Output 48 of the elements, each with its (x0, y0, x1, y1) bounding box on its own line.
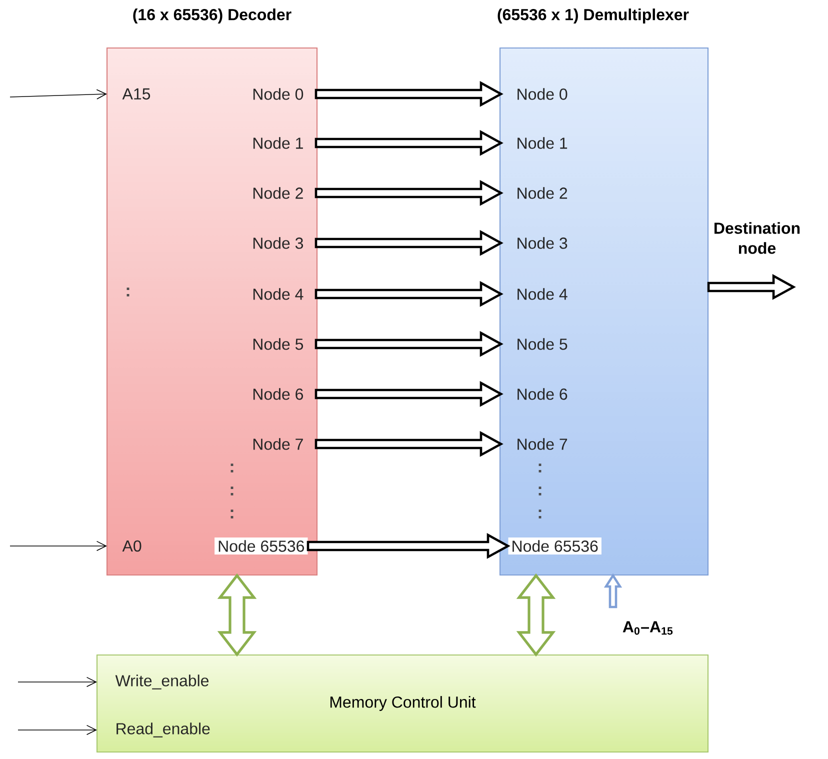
arrow (314, 281, 504, 307)
ellipsis-dots: : (538, 510, 542, 518)
node-label: Node 2 (253, 187, 303, 199)
node-label: Node 2 (518, 187, 568, 199)
node-label: Node 4 (253, 288, 304, 300)
node-label: Node 7 (518, 438, 568, 450)
node-label: Node 65536 (508, 537, 602, 555)
ellipsis-dots: : (230, 510, 234, 518)
node-label: Node 3 (253, 237, 304, 249)
arrow (314, 130, 504, 156)
node-label: Node 6 (253, 388, 304, 400)
signal-label: Read_enable (116, 722, 210, 738)
arrow (314, 230, 504, 256)
edge-label: A$_{0}$–A$_{15}$ (622, 621, 673, 635)
arrow (10, 540, 107, 552)
arrow (707, 274, 796, 300)
arrow (18, 676, 98, 688)
arrow (314, 431, 504, 457)
node-label: Node 1 (253, 137, 303, 149)
ellipsis-dots: : (126, 288, 130, 296)
ellipsis-dots: : (538, 486, 542, 496)
node-label: Node 6 (518, 388, 568, 400)
arrow (604, 573, 622, 608)
box-title: (16 x 65536) Decoder (133, 8, 292, 24)
arrow (18, 724, 98, 736)
node-label: Node 7 (253, 438, 303, 450)
ellipsis-dots: : (230, 464, 234, 472)
arrow (314, 381, 504, 407)
arrow (314, 331, 504, 357)
node-label: Node 5 (518, 338, 568, 350)
signal-label: Write_enable (115, 674, 209, 690)
node-label: Node 0 (253, 88, 304, 100)
arrow (314, 81, 504, 107)
port-label: A0 (122, 540, 142, 552)
node-label: Node 5 (253, 338, 304, 350)
node-label: Node 1 (518, 137, 568, 149)
ellipsis-dots: : (538, 464, 542, 472)
arrow (10, 89, 107, 100)
port-label: A15 (122, 88, 150, 100)
node-label: Node 65536 (214, 537, 308, 555)
edge-label: Destination node (714, 222, 800, 254)
arrow (314, 180, 504, 206)
node-label: Node 3 (518, 237, 568, 249)
box-title: (65536 x 1) Demultiplexer (498, 8, 689, 24)
arrow (306, 533, 510, 559)
node-label: Node 0 (518, 88, 568, 100)
node-label: Node 4 (518, 288, 568, 300)
ellipsis-dots: : (230, 486, 234, 496)
